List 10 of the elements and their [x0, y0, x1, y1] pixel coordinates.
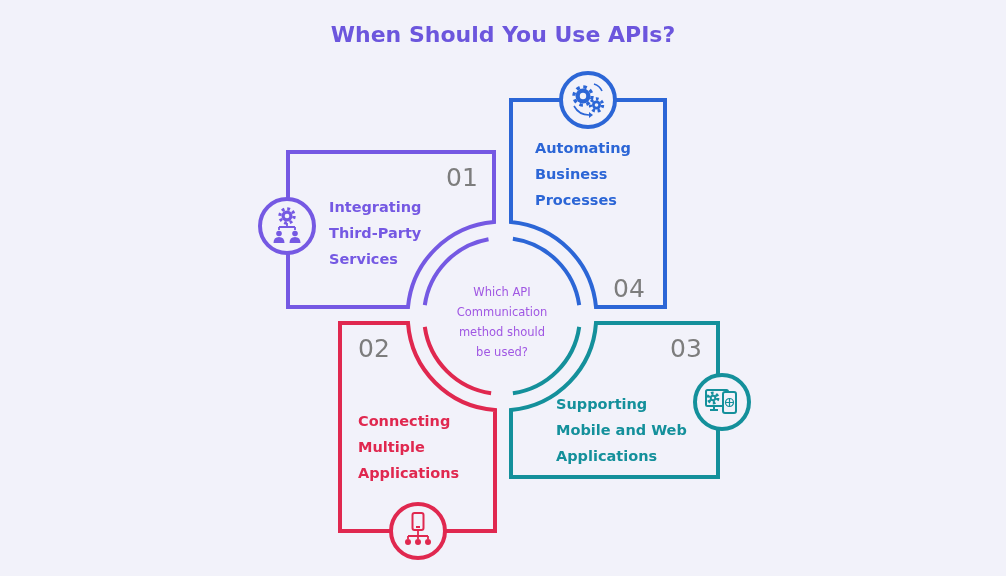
step-title: Connecting Multiple Applications [358, 413, 460, 481]
question-text: Which API Communication method should be used? [456, 285, 548, 359]
step-number: 02 [358, 334, 390, 363]
step-number: 03 [670, 334, 702, 363]
step-title: Automating Business Processes [535, 140, 631, 208]
page-title: When Should You Use APIs? [330, 22, 676, 47]
step-number: 04 [613, 274, 645, 303]
step-title: Integrating Third-Party Services [329, 199, 422, 267]
step-number: 01 [446, 163, 478, 192]
step-title: Supporting Mobile and Web Applications [556, 396, 687, 464]
